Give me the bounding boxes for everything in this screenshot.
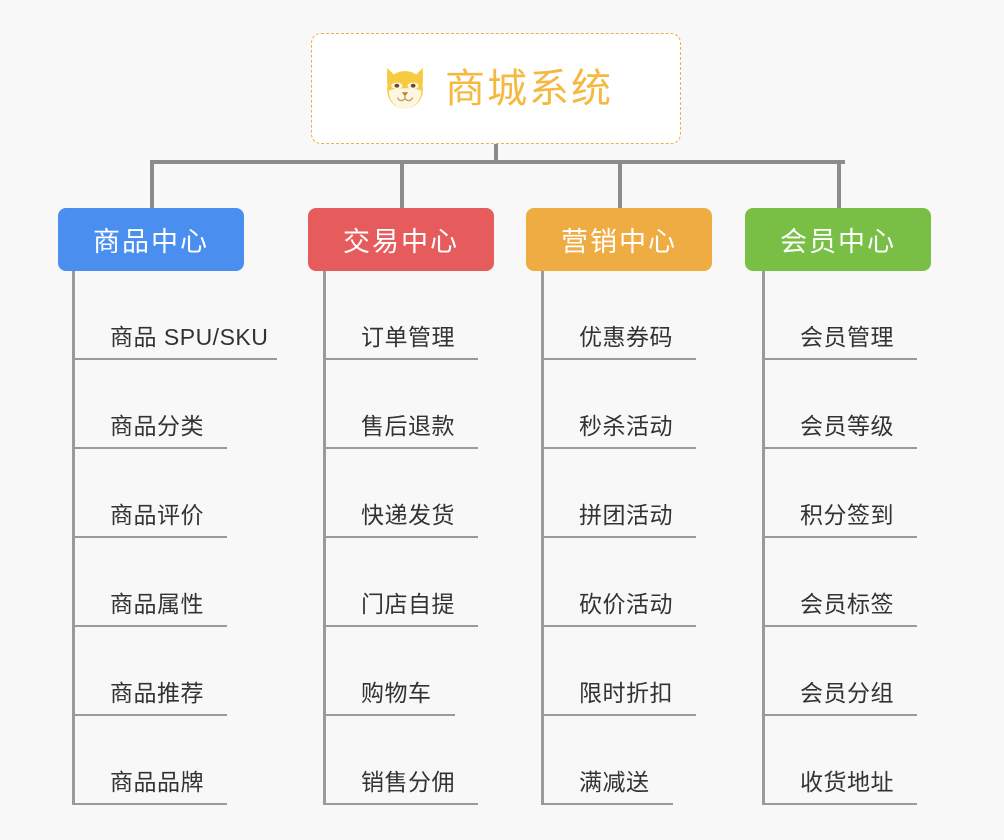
category-box-marketing-center[interactable]: 营销中心 xyxy=(526,208,712,271)
leaf-item[interactable]: 商品属性 xyxy=(72,538,227,627)
category-label: 交易中心 xyxy=(343,227,459,257)
leaf-underline xyxy=(323,447,478,449)
leaf-trunk-line xyxy=(762,271,765,805)
connector-drop-交易中心 xyxy=(400,160,404,210)
leaf-item[interactable]: 会员等级 xyxy=(762,360,917,449)
leaf-item-label: 商品分类 xyxy=(110,413,204,439)
leaf-underline xyxy=(72,803,227,805)
leaf-underline xyxy=(762,447,917,449)
category-box-trade-center[interactable]: 交易中心 xyxy=(308,208,494,271)
leaf-item[interactable]: 门店自提 xyxy=(323,538,478,627)
category-label: 商品中心 xyxy=(93,227,209,257)
leaf-item[interactable]: 购物车 xyxy=(323,627,455,716)
leaf-item-label: 商品评价 xyxy=(110,502,204,528)
leaf-item[interactable]: 商品推荐 xyxy=(72,627,227,716)
leaf-item-label: 会员标签 xyxy=(800,591,894,617)
leaf-underline xyxy=(323,536,478,538)
leaf-underline xyxy=(541,358,696,360)
leaf-item-label: 积分签到 xyxy=(800,502,894,528)
leaf-item-label: 会员管理 xyxy=(800,324,894,350)
leaf-underline xyxy=(762,536,917,538)
leaf-item[interactable]: 订单管理 xyxy=(323,271,478,360)
leaf-item[interactable]: 商品 SPU/SKU xyxy=(72,271,277,360)
leaf-item[interactable]: 限时折扣 xyxy=(541,627,696,716)
leaf-item[interactable]: 销售分佣 xyxy=(323,716,478,805)
leaf-underline xyxy=(541,714,696,716)
leaf-item-label: 门店自提 xyxy=(361,591,455,617)
leaf-item[interactable]: 会员管理 xyxy=(762,271,917,360)
leaf-item[interactable]: 积分签到 xyxy=(762,449,917,538)
leaf-item-label: 会员等级 xyxy=(800,413,894,439)
leaf-underline xyxy=(323,803,478,805)
leaf-underline xyxy=(762,625,917,627)
category-box-product-center[interactable]: 商品中心 xyxy=(58,208,244,271)
root-node-mall-system[interactable]: 商城系统 xyxy=(311,33,681,144)
leaf-item[interactable]: 秒杀活动 xyxy=(541,360,696,449)
leaf-item[interactable]: 商品品牌 xyxy=(72,716,227,805)
leaf-underline xyxy=(72,447,227,449)
leaf-underline xyxy=(72,358,277,360)
leaf-item-label: 会员分组 xyxy=(800,680,894,706)
leaf-underline xyxy=(541,536,696,538)
leaf-item-label: 限时折扣 xyxy=(579,680,673,706)
leaf-underline xyxy=(541,447,696,449)
leaf-item-label: 售后退款 xyxy=(361,413,455,439)
leaf-trunk-line xyxy=(323,271,326,805)
leaf-trunk-line xyxy=(541,271,544,805)
leaf-item-label: 砍价活动 xyxy=(579,591,673,617)
leaf-item-label: 商品属性 xyxy=(110,591,204,617)
leaf-item-label: 优惠券码 xyxy=(579,324,673,350)
leaf-item-label: 秒杀活动 xyxy=(579,413,673,439)
shiba-dog-face-icon xyxy=(387,67,423,108)
leaf-item[interactable]: 售后退款 xyxy=(323,360,478,449)
category-label: 营销中心 xyxy=(561,227,677,257)
leaf-underline xyxy=(762,714,917,716)
leaf-item-label: 满减送 xyxy=(579,769,650,795)
leaf-underline xyxy=(72,714,227,716)
connector-horizontal-bus xyxy=(150,160,845,164)
leaf-underline xyxy=(762,803,917,805)
leaf-underline xyxy=(323,625,478,627)
leaf-item[interactable]: 砍价活动 xyxy=(541,538,696,627)
root-node-title: 商城系统 xyxy=(445,66,613,111)
connector-drop-商品中心 xyxy=(150,160,154,210)
leaf-trunk-line xyxy=(72,271,75,805)
leaf-item-label: 订单管理 xyxy=(361,324,455,350)
leaf-item[interactable]: 快递发货 xyxy=(323,449,478,538)
leaf-item-label: 收货地址 xyxy=(800,769,894,795)
leaf-item[interactable]: 满减送 xyxy=(541,716,673,805)
leaf-item[interactable]: 会员分组 xyxy=(762,627,917,716)
leaf-item-label: 商品品牌 xyxy=(110,769,204,795)
leaf-underline xyxy=(762,358,917,360)
connector-drop-会员中心 xyxy=(837,160,841,210)
leaf-underline xyxy=(323,714,455,716)
leaf-item[interactable]: 会员标签 xyxy=(762,538,917,627)
leaf-item[interactable]: 优惠券码 xyxy=(541,271,696,360)
leaf-item-label: 销售分佣 xyxy=(361,769,455,795)
leaf-underline xyxy=(323,358,478,360)
connector-root-stem xyxy=(494,144,498,164)
leaf-item[interactable]: 收货地址 xyxy=(762,716,917,805)
leaf-item-label: 快递发货 xyxy=(361,502,455,528)
connector-drop-营销中心 xyxy=(618,160,622,210)
leaf-underline xyxy=(72,536,227,538)
leaf-item-label: 购物车 xyxy=(361,680,432,706)
leaf-item[interactable]: 商品评价 xyxy=(72,449,227,538)
leaf-underline xyxy=(541,625,696,627)
category-box-member-center[interactable]: 会员中心 xyxy=(745,208,931,271)
category-label: 会员中心 xyxy=(780,227,896,257)
leaf-item[interactable]: 拼团活动 xyxy=(541,449,696,538)
leaf-item-label: 商品推荐 xyxy=(110,680,204,706)
leaf-underline xyxy=(72,625,227,627)
leaf-underline xyxy=(541,803,673,805)
leaf-item[interactable]: 商品分类 xyxy=(72,360,227,449)
leaf-item-label: 拼团活动 xyxy=(579,502,673,528)
leaf-item-label: 商品 SPU/SKU xyxy=(110,324,269,350)
